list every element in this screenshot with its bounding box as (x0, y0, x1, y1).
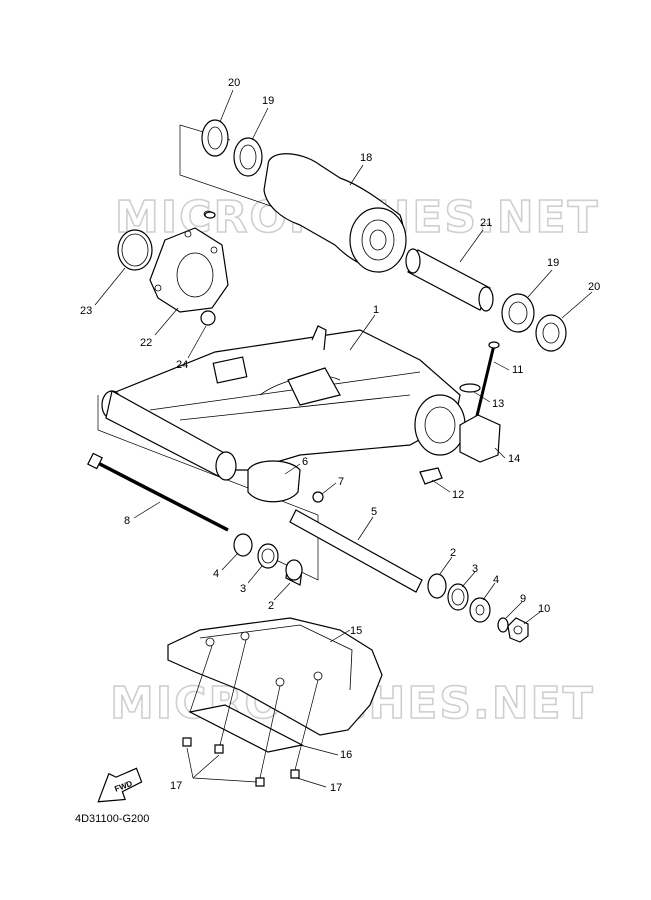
callout-3-left: 3 (240, 583, 246, 595)
nut-part-12[interactable] (419, 467, 443, 485)
callout-3-right: 3 (472, 563, 478, 575)
callout-6: 6 (302, 456, 308, 468)
circlip-part-23[interactable] (117, 229, 153, 271)
bushing-part-2-right[interactable] (427, 573, 447, 599)
callout-22: 22 (140, 337, 152, 349)
shaft-part-5[interactable] (289, 509, 423, 593)
callout-10: 10 (538, 603, 550, 615)
seal-part-3-right[interactable] (447, 583, 469, 611)
callout-8: 8 (124, 515, 130, 527)
washer-part-9[interactable] (497, 617, 509, 633)
callout-13: 13 (492, 398, 504, 410)
bushing-part-2-left[interactable] (285, 559, 303, 586)
callout-20-right: 20 (588, 281, 600, 293)
washer-part-13[interactable] (459, 383, 481, 393)
fwd-arrow-icon: FWD (97, 767, 143, 803)
callout-19-top: 19 (262, 95, 274, 107)
callout-4-left: 4 (213, 568, 219, 580)
callout-23: 23 (80, 305, 92, 317)
callout-4-right: 4 (493, 574, 499, 586)
pivot-shaft-part-8[interactable] (87, 452, 229, 532)
seal-part-3-left[interactable] (257, 543, 279, 569)
collar-part-4-right[interactable] (469, 597, 491, 623)
bolt-part-7[interactable] (312, 491, 324, 503)
callout-17-right: 17 (330, 782, 342, 794)
rear-arm-part-1[interactable] (101, 325, 466, 481)
axle-housing-part-18[interactable] (203, 153, 407, 273)
bolts-part-17[interactable] (182, 737, 300, 787)
callout-18: 18 (360, 152, 372, 164)
diagram-code: 4D31100-G200 (75, 813, 149, 825)
callout-labels: 20 19 18 21 19 20 23 22 24 1 11 13 14 12… (80, 77, 600, 794)
callout-2-right: 2 (450, 547, 456, 559)
collar-part-21[interactable] (405, 248, 494, 312)
callout-19-right: 19 (547, 257, 559, 269)
bolt-part-11[interactable] (474, 341, 500, 421)
nut-part-10[interactable] (507, 617, 529, 643)
bearing-part-19-top[interactable] (233, 137, 263, 177)
callout-2-left: 2 (268, 600, 274, 612)
leader-lines (94, 89, 593, 788)
callout-15: 15 (350, 625, 362, 637)
collar-part-4-left[interactable] (233, 533, 253, 557)
callout-14: 14 (508, 453, 520, 465)
callout-5: 5 (371, 506, 377, 518)
callout-17-left: 17 (170, 780, 182, 792)
callout-1: 1 (373, 304, 379, 316)
collar-part-24[interactable] (200, 310, 216, 326)
plate-part-22[interactable] (149, 227, 229, 313)
callout-21: 21 (480, 217, 492, 229)
callout-11: 11 (512, 364, 523, 376)
oil-seal-part-20-top[interactable] (201, 119, 229, 157)
callout-7: 7 (338, 476, 344, 488)
callout-20-top: 20 (228, 77, 240, 89)
oil-seal-part-20-right[interactable] (535, 314, 567, 352)
plate-part-16[interactable] (188, 704, 304, 753)
callout-24: 24 (176, 359, 188, 371)
cover-part-6[interactable] (247, 460, 301, 503)
callout-12: 12 (452, 489, 464, 501)
callout-9: 9 (520, 593, 526, 605)
bracket-part-14[interactable] (459, 414, 501, 463)
bearing-part-19-right[interactable] (501, 293, 535, 333)
callout-16: 16 (340, 749, 352, 761)
